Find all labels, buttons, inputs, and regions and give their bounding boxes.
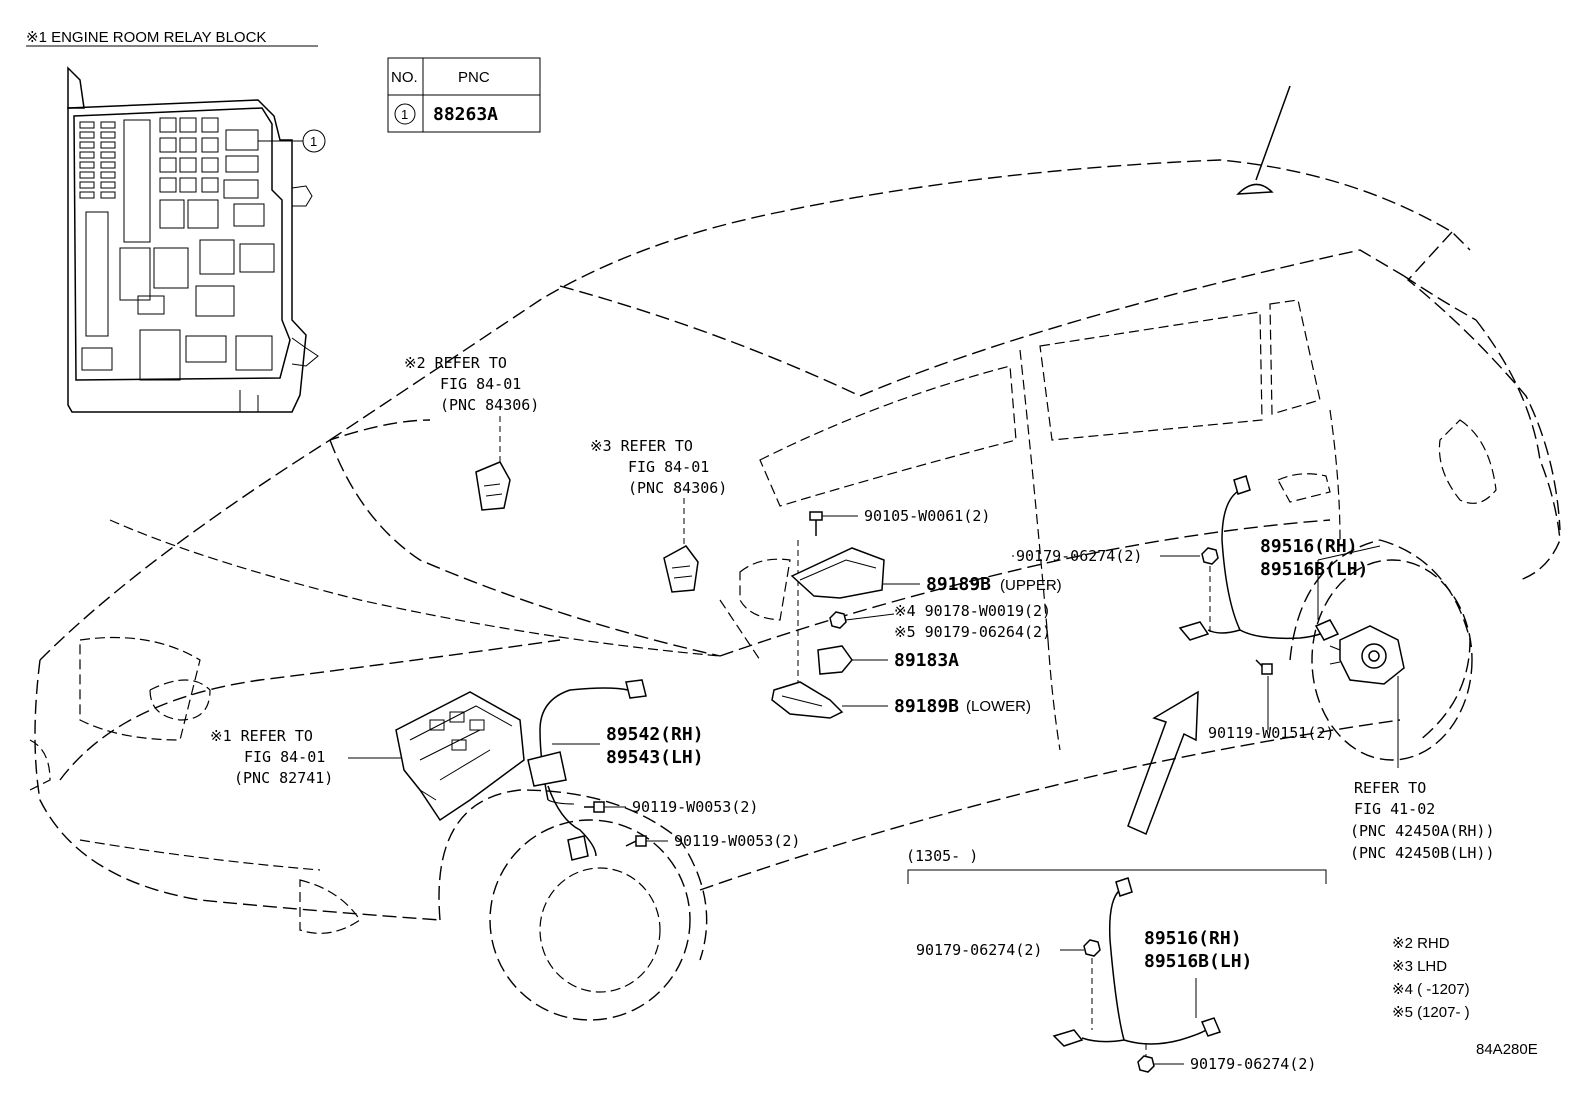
svg-text:(PNC 84306): (PNC 84306) <box>628 479 727 497</box>
svg-text:※1 REFER TO: ※1 REFER TO <box>210 727 313 745</box>
inset-part-89516b-lh[interactable]: 89516B(LH) <box>1144 951 1252 972</box>
inset-nut-left[interactable] <box>1083 939 1101 957</box>
legend-item-rhd: ※2 RHD <box>1392 935 1450 952</box>
pnc-table-header-no: NO. <box>391 69 418 86</box>
svg-text:FIG 41-02: FIG 41-02 <box>1354 800 1435 818</box>
svg-text:FIG 84-01: FIG 84-01 <box>244 748 325 766</box>
bolt-90119-w0151[interactable] <box>1255 659 1273 675</box>
leader-89516-b <box>1317 545 1381 561</box>
bolt-90119-w0053-b[interactable] <box>625 835 647 847</box>
svg-text:※3 REFER TO: ※3 REFER TO <box>590 437 693 455</box>
rear-speed-sensor-harness[interactable] <box>1178 475 1340 641</box>
inset-nut-bottom[interactable] <box>1137 1055 1155 1073</box>
relay-block-drawing <box>67 66 326 413</box>
view-arrow <box>1127 690 1199 836</box>
part-90105-w0061[interactable]: 90105-W0061(2) <box>864 507 990 525</box>
inset-date-range: (1305- ) <box>906 847 978 865</box>
inset-part-89516-rh[interactable]: 89516(RH) <box>1144 928 1242 949</box>
part-90178-w0019[interactable]: ※4 90178-W0019(2) <box>894 602 1051 620</box>
yaw-rate-sensor-lhd[interactable] <box>663 545 699 593</box>
yaw-rate-sensor-rhd[interactable] <box>475 461 511 511</box>
bolt-90119-w0053-a[interactable] <box>584 801 605 813</box>
svg-text:(PNC 42450B(LH)): (PNC 42450B(LH)) <box>1350 844 1495 862</box>
part-89189b-lower[interactable]: 89189B <box>894 696 959 717</box>
refer-note-1: ※1 REFER TO FIG 84-01 (PNC 82741) <box>210 727 406 787</box>
engine-room-relay-block-installed[interactable] <box>395 691 525 822</box>
refer-note-3: ※3 REFER TO FIG 84-01 (PNC 84306) <box>590 437 727 548</box>
svg-text:REFER TO: REFER TO <box>1354 779 1426 797</box>
nut-90178-90179[interactable] <box>829 611 847 629</box>
car-silhouette <box>29 85 1561 1021</box>
refer-note-hub: REFER TO FIG 41-02 (PNC 42450A(RH)) (PNC… <box>1350 779 1495 862</box>
part-89189b-lower-tag: (LOWER) <box>966 698 1031 715</box>
part-89189b-upper[interactable]: 89189B <box>926 574 991 595</box>
pnc-table: NO. PNC 1 88263A <box>387 57 541 133</box>
bracket-89189b-upper[interactable] <box>790 547 885 599</box>
svg-text:(PNC 42450A(RH)): (PNC 42450A(RH)) <box>1350 822 1495 840</box>
legend-item-lhd: ※3 LHD <box>1392 958 1447 975</box>
part-89543[interactable]: 89543(LH) <box>606 747 704 768</box>
svg-text:FIG 84-01: FIG 84-01 <box>628 458 709 476</box>
part-90119-w0151[interactable]: 90119-W0151(2) <box>1208 724 1334 742</box>
svg-text:(PNC 84306): (PNC 84306) <box>440 396 539 414</box>
part-90119-w0053-a[interactable]: 90119-W0053(2) <box>632 798 758 816</box>
inset-part-90179-left[interactable]: 90179-06274(2) <box>916 941 1042 959</box>
legend-item-5: ※5 (1207- ) <box>1392 1004 1470 1021</box>
leader-90178 <box>845 613 895 621</box>
bracket-89189b-lower[interactable] <box>771 681 844 719</box>
part-89542[interactable]: 89542(RH) <box>606 724 704 745</box>
refer-note-2: ※2 REFER TO FIG 84-01 (PNC 84306) <box>404 354 539 464</box>
part-90179-06264[interactable]: ※5 90179-06264(2) <box>894 623 1051 641</box>
figure-code: 84A280E <box>1476 1041 1538 1058</box>
inset-rear-speed-sensor[interactable] <box>1052 877 1222 1047</box>
nut-90179-06274-top[interactable] <box>1201 547 1219 565</box>
rear-axle-hub[interactable] <box>1329 625 1405 685</box>
inset-variant: (1305- ) <box>906 847 1327 884</box>
part-89516-rh[interactable]: 89516(RH) <box>1260 536 1358 557</box>
svg-text:FIG 84-01: FIG 84-01 <box>440 375 521 393</box>
pnc-table-header-pnc: PNC <box>458 69 490 86</box>
bolt-90105-w0061[interactable] <box>809 511 823 536</box>
legend-item-4: ※4 ( -1207) <box>1392 981 1470 998</box>
part-89189b-upper-tag: (UPPER) <box>1000 577 1062 594</box>
relay-callout-number: 1 <box>310 134 317 149</box>
part-89516b-lh[interactable]: 89516B(LH) <box>1260 559 1368 580</box>
svg-text:※2 REFER TO: ※2 REFER TO <box>404 354 507 372</box>
part-89183a[interactable]: 89183A <box>894 650 959 671</box>
pnc-table-no-circle <box>394 103 416 125</box>
relay-block-title: ※1 ENGINE ROOM RELAY BLOCK <box>26 29 266 46</box>
pnc-table-row-pnc[interactable]: 88263A <box>433 104 498 125</box>
inset-part-90179-bottom[interactable]: 90179-06274(2) <box>1190 1055 1316 1073</box>
part-90119-w0053-b[interactable]: 90119-W0053(2) <box>674 832 800 850</box>
part-90179-06274-top[interactable]: 90179-06274(2) <box>1016 547 1142 565</box>
svg-text:(PNC 82741): (PNC 82741) <box>234 769 333 787</box>
legend: ※2 RHD ※3 LHD ※4 ( -1207) ※5 (1207- ) <box>1392 935 1470 1021</box>
sensor-89183a[interactable] <box>817 645 853 675</box>
front-speed-sensor-harness[interactable] <box>527 679 647 861</box>
pnc-table-row-no: 1 <box>401 107 408 122</box>
